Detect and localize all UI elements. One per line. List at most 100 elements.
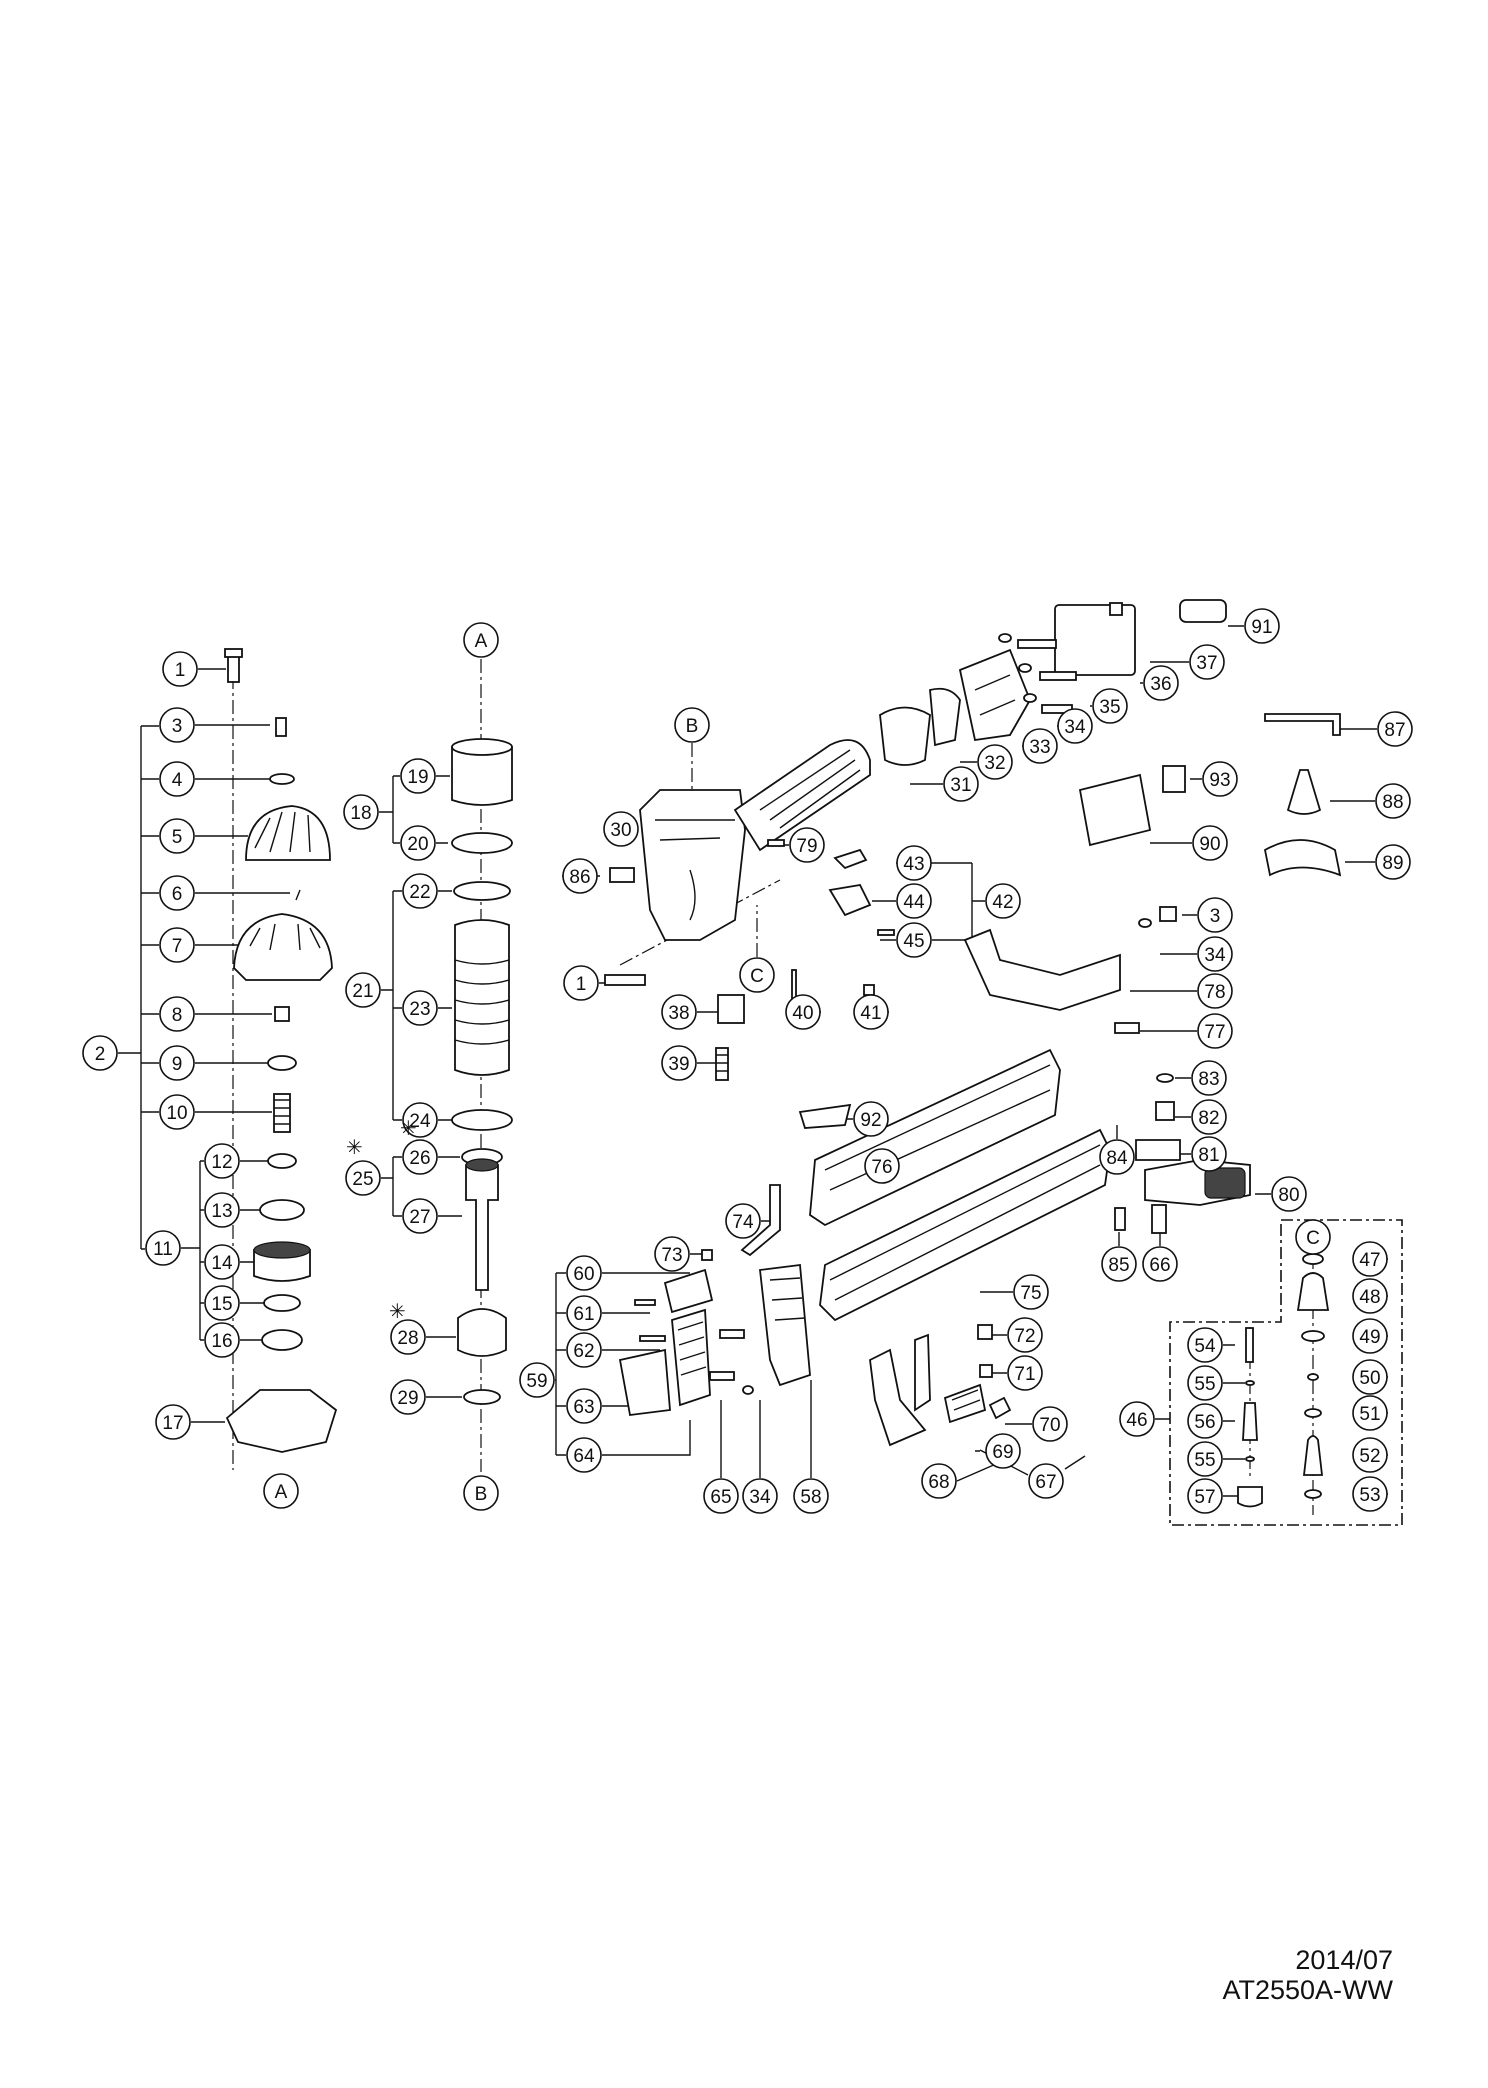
callout-2: 2 <box>82 1035 118 1071</box>
callout-label: 55 <box>1194 1374 1215 1395</box>
callout-54: 54 <box>1187 1327 1223 1363</box>
callout-48: 48 <box>1352 1278 1388 1314</box>
callout-30: 30 <box>603 811 639 847</box>
part-ring-47 <box>1302 1253 1324 1265</box>
callout-67: 67 <box>1028 1463 1064 1499</box>
callout-bubble <box>1191 1136 1227 1172</box>
callout-label: A <box>475 631 488 652</box>
callout-bubble <box>1352 1395 1388 1431</box>
callout-49: 49 <box>1352 1318 1388 1354</box>
callout-label: 30 <box>610 820 631 841</box>
footer-model: AT2550A-WW <box>1222 1975 1393 2005</box>
part-valve-48 <box>1296 1272 1330 1311</box>
part-contact-64 <box>671 1308 711 1407</box>
callout-label: 86 <box>569 867 590 888</box>
callout-45: 45 <box>896 922 932 958</box>
callout-label: 78 <box>1204 982 1225 1003</box>
callout-label: 45 <box>903 931 924 952</box>
part-block-38 <box>717 994 745 1024</box>
part-stem-54 <box>1245 1327 1254 1363</box>
callout-bubble <box>390 1319 426 1355</box>
callout-40: 40 <box>785 994 821 1030</box>
callout-39: 39 <box>661 1045 697 1081</box>
callout-label: 20 <box>407 834 428 855</box>
part-washer-34b <box>1138 918 1152 928</box>
callout-label: 14 <box>211 1253 233 1274</box>
callout-62: 62 <box>566 1332 602 1368</box>
callout-label: 84 <box>1106 1148 1128 1169</box>
callout-bubble <box>343 794 379 830</box>
callout-label: 77 <box>1204 1022 1225 1043</box>
callout-93: 93 <box>1202 761 1238 797</box>
callout-33: 33 <box>1022 728 1058 764</box>
callout-label: 88 <box>1382 792 1403 813</box>
asterisk-marks: ✳✳✳ <box>346 1116 417 1323</box>
callout-64: 64 <box>566 1437 602 1473</box>
callout-29: 29 <box>390 1379 426 1415</box>
callout-label: 15 <box>211 1294 232 1315</box>
callout-bubble <box>263 1473 299 1509</box>
part-washer-4 <box>269 773 295 785</box>
callout-20: 20 <box>400 825 436 861</box>
callout-24: 24 <box>402 1102 438 1138</box>
callout-82: 82 <box>1191 1099 1227 1135</box>
document-footer: 2014/07 AT2550A-WW <box>1222 1945 1393 2005</box>
callout-bubble <box>1022 728 1058 764</box>
part-screw-71 <box>979 1364 993 1378</box>
part-oiler-88 <box>1286 769 1322 815</box>
part-cylinder-23 <box>454 919 510 1076</box>
callout-bubble <box>1352 1437 1388 1473</box>
part-cap-57 <box>1237 1486 1263 1508</box>
callout-label: 69 <box>992 1442 1013 1463</box>
callout-55: 55 <box>1187 1441 1223 1477</box>
callout-bubble <box>82 1035 118 1071</box>
callout-A: A <box>263 1473 299 1509</box>
part-bolt-65 <box>709 1371 735 1381</box>
callout-bubble <box>1143 665 1179 701</box>
part-block-72 <box>977 1324 993 1340</box>
callout-label: 17 <box>162 1413 183 1434</box>
callout-43: 43 <box>896 845 932 881</box>
callout-bubble <box>345 1160 381 1196</box>
callout-label: 1 <box>576 974 587 995</box>
callout-bubble <box>463 622 499 658</box>
callout-3: 3 <box>159 707 195 743</box>
callout-bubble <box>1295 1219 1331 1255</box>
callout-label: 89 <box>1382 853 1403 874</box>
callout-bubble <box>402 1198 438 1234</box>
part-screw-73 <box>701 1249 713 1261</box>
part-washer-83 <box>1156 1073 1174 1083</box>
callout-65: 65 <box>703 1478 739 1514</box>
callout-bubble <box>159 761 195 797</box>
callout-92: 92 <box>853 1101 889 1137</box>
callout-bubble <box>159 927 195 963</box>
callout-bubble <box>204 1192 240 1228</box>
part-magazine-76 <box>809 1048 1061 1227</box>
callout-label: 55 <box>1194 1450 1215 1471</box>
part-oring-22 <box>453 881 511 901</box>
part-knob-82 <box>1155 1101 1175 1121</box>
callout-bubble <box>159 875 195 911</box>
callout-86: 86 <box>562 858 598 894</box>
callout-label: 34 <box>1204 945 1226 966</box>
part-rail-75 <box>819 1128 1111 1322</box>
callout-bubble <box>159 707 195 743</box>
callout-37: 37 <box>1189 644 1225 680</box>
callout-22: 22 <box>402 873 438 909</box>
callout-91: 91 <box>1244 608 1280 644</box>
callout-label: 92 <box>860 1110 881 1131</box>
callout-bubble <box>1352 1359 1388 1395</box>
callout-bubble <box>1197 1013 1233 1049</box>
callout-bubble <box>1352 1278 1388 1314</box>
callout-label: 4 <box>172 770 183 791</box>
callout-label: 22 <box>409 882 430 903</box>
part-ring-49 <box>1301 1330 1325 1342</box>
callout-label: 31 <box>950 775 971 796</box>
callout-7: 7 <box>159 927 195 963</box>
callout-label: 46 <box>1126 1410 1147 1431</box>
callout-label: 93 <box>1209 770 1230 791</box>
callout-label: 9 <box>172 1054 183 1075</box>
callout-bubble <box>1028 1463 1064 1499</box>
callout-55: 55 <box>1187 1365 1223 1401</box>
callout-bubble <box>742 1478 778 1514</box>
